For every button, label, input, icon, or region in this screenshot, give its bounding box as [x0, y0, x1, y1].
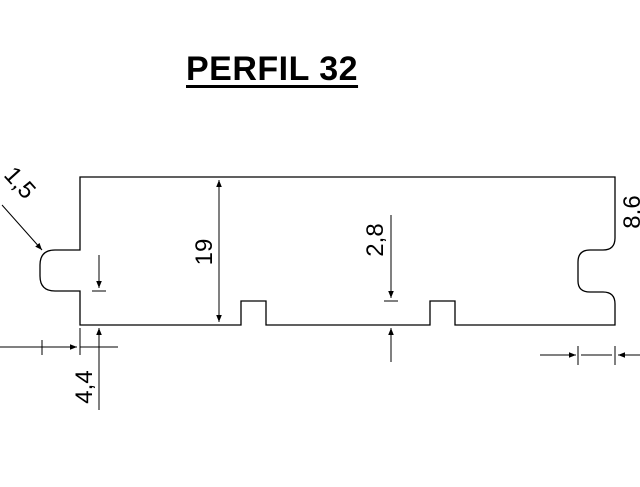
radius-leader-line — [1, 204, 43, 251]
right-partial-label: 8,6 — [619, 195, 640, 228]
drawing-title: PERFIL 32 — [186, 50, 359, 88]
radius-label: 1,5 — [0, 162, 41, 205]
bottom-offset-label: 4,4 — [71, 370, 98, 403]
groove-depth-label: 2,8 — [362, 223, 389, 256]
height-dimension-label: 19 — [191, 239, 218, 266]
profile-outline — [39, 176, 616, 326]
